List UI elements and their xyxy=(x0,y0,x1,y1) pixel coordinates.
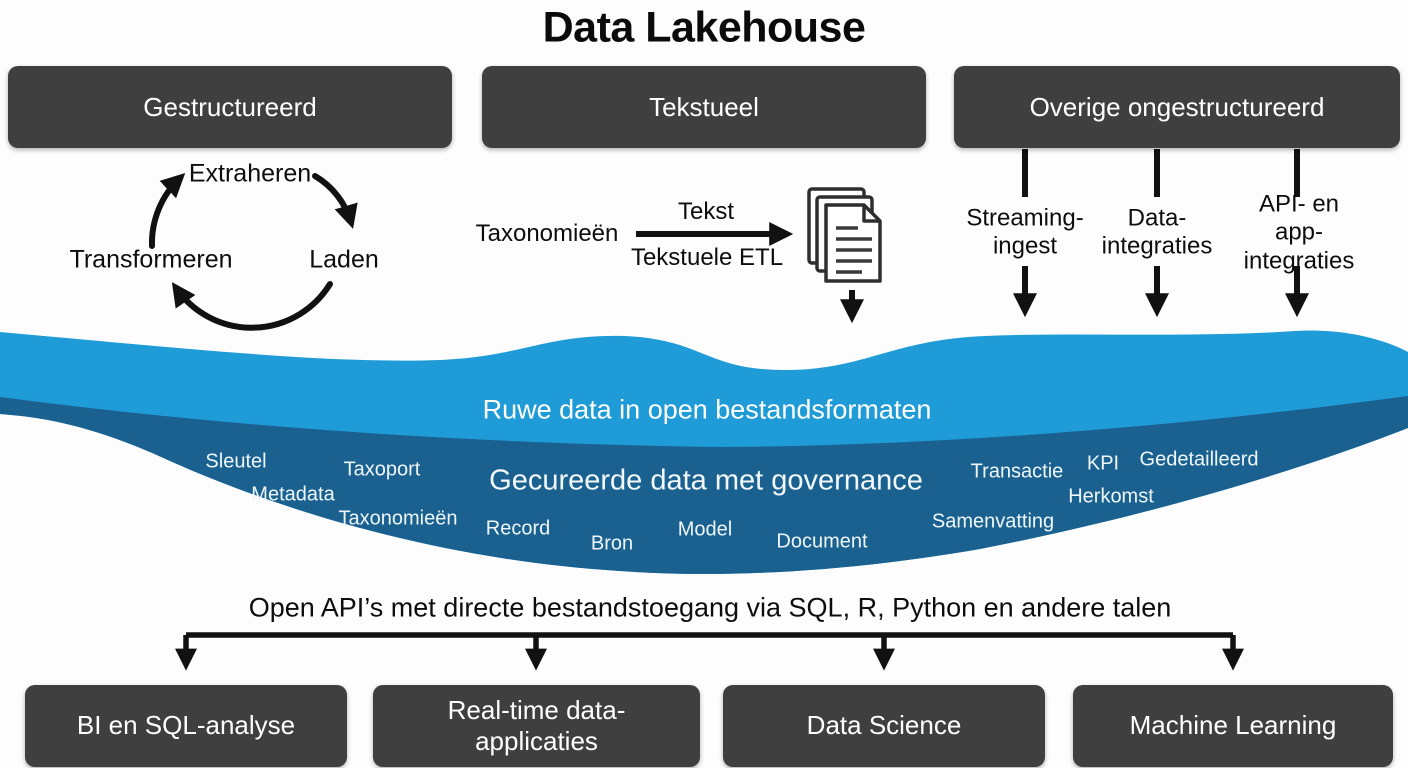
lake-word-sleutel: Sleutel xyxy=(205,450,267,473)
etl-cycle-arrows xyxy=(148,173,358,331)
consumer-box-realtime: Real-time data-applicaties xyxy=(373,685,700,767)
ingest-api-line1: API- en app- xyxy=(1258,190,1340,246)
document-page-front xyxy=(824,203,882,283)
taxonomies-label: Taxonomieën xyxy=(475,220,619,247)
arrow-extract-to-load xyxy=(312,173,358,229)
document-fold-corner xyxy=(862,205,880,223)
consumer-box-machine-learning: Machine Learning xyxy=(1073,685,1393,767)
ingest-arrows xyxy=(1013,149,1309,318)
lake-word-taxoport: Taxoport xyxy=(343,458,421,481)
consumer-box-data-science: Data Science xyxy=(723,685,1045,767)
consumer-machine-learning-label: Machine Learning xyxy=(1129,710,1337,741)
page-title: Data Lakehouse xyxy=(542,3,866,52)
consumer-realtime-label: Real-time data-applicaties xyxy=(447,694,626,756)
ingest-label-streaming: Streaming- ingest xyxy=(966,205,1083,262)
source-box-unstructured-label: Overige ongestructureerd xyxy=(1029,91,1325,122)
ingest-data-line1: Data- xyxy=(1127,204,1187,232)
lake-word-model: Model xyxy=(677,518,733,541)
etl-load-label: Laden xyxy=(309,245,379,274)
tekst-arrow-label: Tekst xyxy=(677,198,735,225)
ingest-api-line2: integraties xyxy=(1243,247,1355,275)
lake-word-transactie: Transactie xyxy=(970,460,1064,483)
source-box-structured: Gestructureerd xyxy=(8,66,452,148)
source-box-unstructured: Overige ongestructureerd xyxy=(954,66,1400,148)
source-box-textual: Tekstueel xyxy=(482,66,926,148)
lake-word-metadata: Metadata xyxy=(251,483,335,506)
consumer-data-science-label: Data Science xyxy=(806,710,962,741)
lake-word-kpi: KPI xyxy=(1086,452,1120,475)
source-box-structured-label: Gestructureerd xyxy=(143,91,317,122)
tekstuele-etl-arrow-label: Tekstuele ETL xyxy=(630,244,784,271)
lake-curated-layer-shape xyxy=(0,396,1408,574)
lake-word-herkomst: Herkomst xyxy=(1068,485,1154,508)
lake-curated-label: Gecureerde data met governance xyxy=(489,464,923,497)
ingest-data-line2: integraties xyxy=(1101,233,1213,260)
lake-word-document: Document xyxy=(776,530,868,553)
arrow-load-to-transform xyxy=(171,281,333,331)
ingest-label-data-integrations: Data- integraties xyxy=(1102,205,1213,262)
lake-word-bron: Bron xyxy=(590,532,634,555)
document-text-lines xyxy=(836,226,872,274)
source-box-textual-label: Tekstueel xyxy=(649,91,759,122)
consumer-bi-sql-label: BI en SQL-analyse xyxy=(76,710,296,741)
open-api-text: Open API’s met directe bestandstoegang v… xyxy=(248,592,1172,623)
lake-word-record: Record xyxy=(485,517,551,540)
lake-word-gedetailleerd: Gedetailleerd xyxy=(1139,448,1259,471)
arrow-transform-to-extract xyxy=(148,173,186,249)
etl-extract-label: Extraheren xyxy=(188,159,312,188)
consumer-box-bi-sql: BI en SQL-analyse xyxy=(25,685,347,767)
documents-icon xyxy=(807,187,882,283)
etl-transform-label: Transformeren xyxy=(69,245,233,274)
lake-word-taxonomieen: Taxonomieën xyxy=(338,507,458,530)
ingest-label-api-app-integrations: API- en app- integraties xyxy=(1244,191,1355,276)
ingest-streaming-line2: ingest xyxy=(992,233,1058,260)
lake-raw-label: Ruwe data in open bestandsformaten xyxy=(482,394,932,425)
lake-word-samenvatting: Samenvatting xyxy=(931,510,1055,533)
consumer-connector xyxy=(175,632,1244,671)
ingest-streaming-line1: Streaming- xyxy=(966,204,1084,232)
